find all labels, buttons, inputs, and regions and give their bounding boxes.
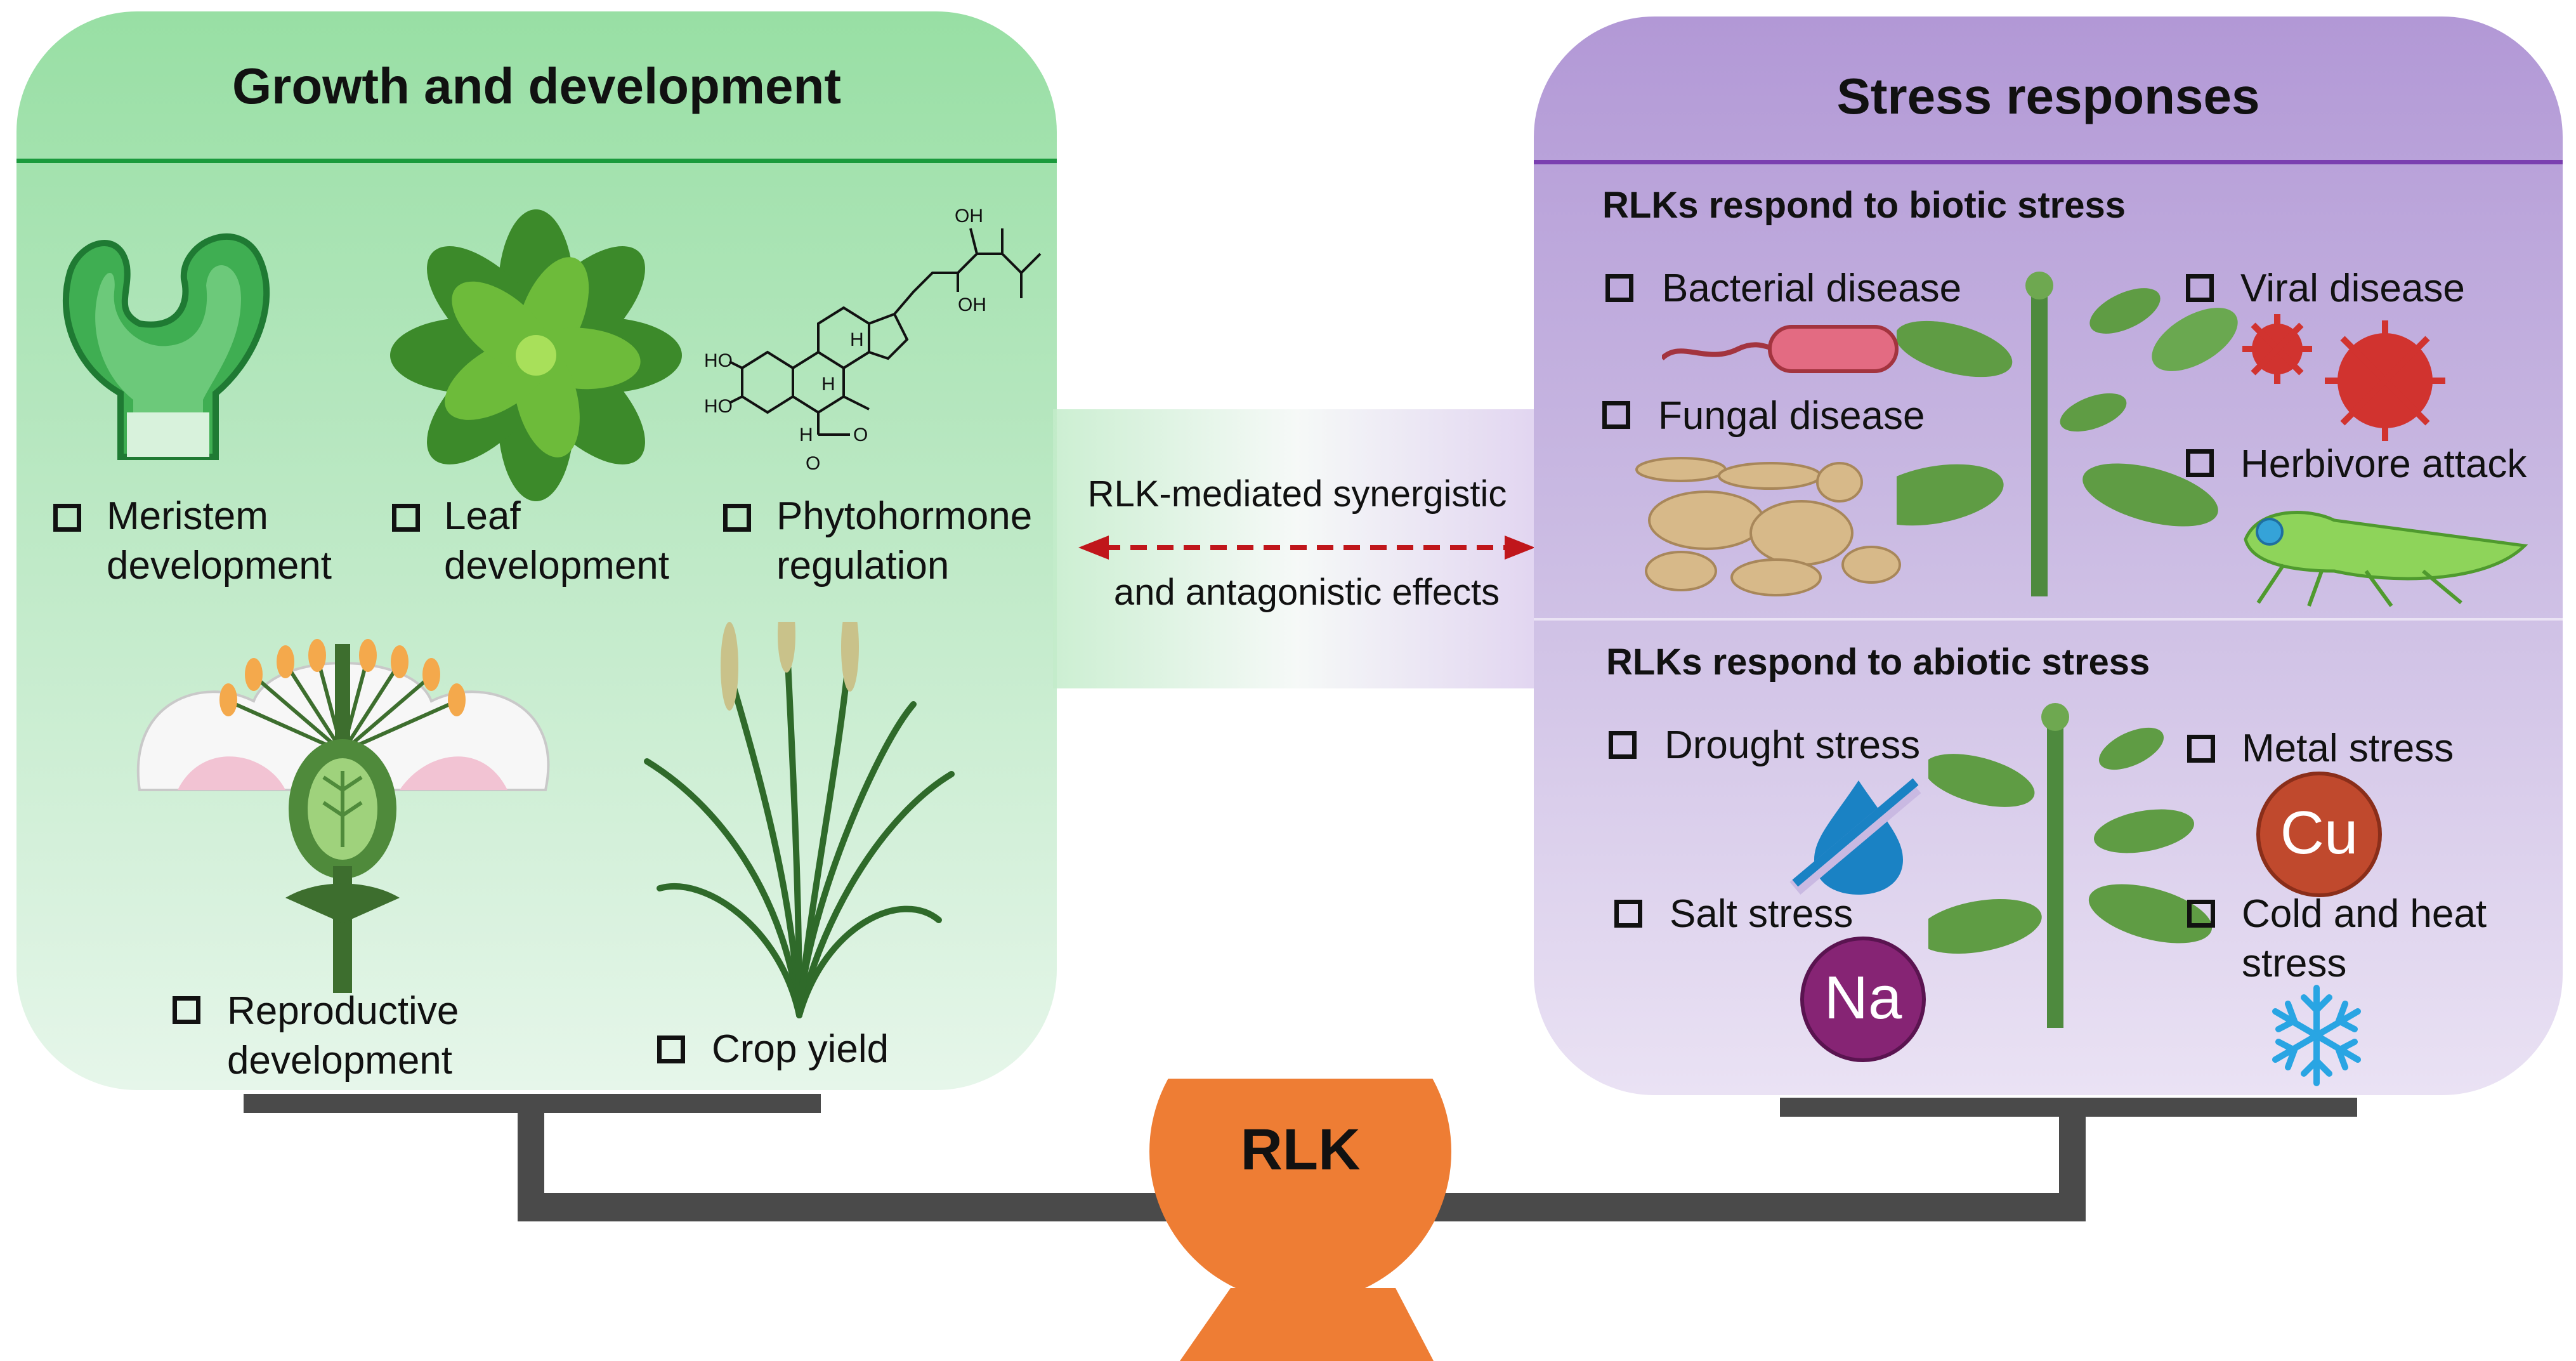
label-phytohormone-line1: Phytohormone — [776, 494, 1033, 538]
checkbox-drought — [1609, 731, 1637, 759]
label-leaf-line1: Leaf — [444, 494, 521, 538]
checkbox-metal — [2187, 735, 2215, 763]
biotic-title: RLKs respond to biotic stress — [1602, 185, 2126, 226]
label-cold-heat-line1: Cold and heat — [2242, 892, 2487, 936]
stress-section-divider — [1534, 618, 2563, 621]
right-pan — [1780, 1098, 2357, 1117]
brassinosteroid-molecule-icon: OH OH HO HO H H H O O — [704, 206, 1042, 474]
label-meristem-line1: Meristem — [107, 494, 268, 538]
label-bacterial: Bacterial disease — [1662, 266, 1962, 310]
label-cold-heat-line2: stress — [2242, 942, 2347, 985]
label-herbivore: Herbivore attack — [2240, 442, 2527, 486]
growth-title: Growth and development — [232, 58, 842, 114]
link-text-line2: and antagonistic effects — [1113, 572, 1500, 613]
checkbox-phytohormone — [723, 504, 751, 532]
label-leaf: Leaf development — [444, 492, 669, 591]
copper-symbol: Cu — [2280, 799, 2358, 867]
leaf-rosette-icon — [390, 209, 682, 501]
fulcrum-circle — [1149, 1079, 1451, 1303]
label-viral: Viral disease — [2240, 266, 2465, 310]
water-drop-crossed-icon — [1789, 778, 1921, 895]
checkbox-cold-heat — [2187, 900, 2215, 928]
snowflake-icon — [2272, 985, 2361, 1086]
label-metal: Metal stress — [2242, 727, 2454, 770]
checkbox-reproductive — [173, 996, 200, 1024]
link-text-line1: RLK-mediated synergistic — [1087, 473, 1507, 515]
checkbox-crop-yield — [657, 1036, 685, 1063]
label-crop-yield: Crop yield — [712, 1027, 889, 1071]
label-reproductive-line1: Reproductive — [227, 989, 459, 1033]
leafhopper-icon — [2244, 511, 2528, 607]
meristem-icon — [62, 233, 270, 460]
label-reproductive: Reproductive development — [227, 987, 459, 1086]
checkbox-bacterial — [1605, 274, 1633, 302]
label-reproductive-line2: development — [227, 1039, 453, 1082]
bacterium-icon — [1662, 325, 1899, 373]
label-phytohormone-line2: regulation — [776, 544, 950, 588]
label-cold-heat: Cold and heat stress — [2242, 890, 2487, 989]
molecule-label-h3: H — [799, 424, 813, 445]
label-meristem-line2: development — [107, 544, 332, 588]
left-pan — [244, 1094, 821, 1113]
molecule-label-oh1: OH — [955, 206, 983, 227]
rlk-label: RLK — [1240, 1117, 1361, 1182]
growth-title-rule — [16, 159, 1057, 163]
sodium-symbol: Na — [1824, 964, 1902, 1032]
checkbox-herbivore — [2186, 449, 2214, 477]
molecule-label-h1: H — [850, 329, 864, 350]
checkbox-fungal — [1602, 401, 1630, 429]
label-drought: Drought stress — [1664, 723, 1921, 767]
virus-icon — [2242, 314, 2445, 441]
double-arrow-icon — [1078, 536, 1535, 560]
fungus-icon — [1635, 457, 1901, 596]
molecule-label-ho1: HO — [704, 350, 733, 371]
checkbox-leaf — [392, 504, 420, 532]
stress-title-rule — [1534, 160, 2563, 164]
label-salt: Salt stress — [1670, 892, 1854, 936]
growth-panel: Growth and development — [16, 11, 1057, 1090]
stress-title: Stress responses — [1836, 68, 2260, 124]
crop-grass-icon — [644, 622, 955, 1018]
abiotic-title: RLKs respond to abiotic stress — [1606, 641, 2150, 683]
molecule-label-o1: O — [853, 424, 868, 445]
label-phytohormone: Phytohormone regulation — [776, 492, 1032, 591]
sodium-badge: Na — [1800, 937, 1926, 1062]
label-fungal: Fungal disease — [1658, 394, 1925, 438]
checkbox-viral — [2186, 274, 2214, 302]
plant-abiotic-icon — [1928, 703, 2213, 1028]
label-leaf-line2: development — [444, 544, 670, 588]
label-meristem: Meristem development — [107, 492, 332, 591]
molecule-label-oh2: OH — [958, 294, 986, 315]
flower-icon — [136, 639, 550, 993]
plant-biotic-icon — [1897, 272, 2238, 596]
molecule-label-h2: H — [821, 374, 835, 395]
checkbox-meristem — [53, 504, 81, 532]
molecule-label-o2: O — [806, 453, 820, 474]
balance-scale — [244, 1079, 2357, 1361]
checkbox-salt — [1614, 900, 1642, 928]
molecule-label-ho2: HO — [704, 396, 733, 417]
copper-badge: Cu — [2256, 772, 2382, 897]
fulcrum-base — [1180, 1288, 1434, 1361]
